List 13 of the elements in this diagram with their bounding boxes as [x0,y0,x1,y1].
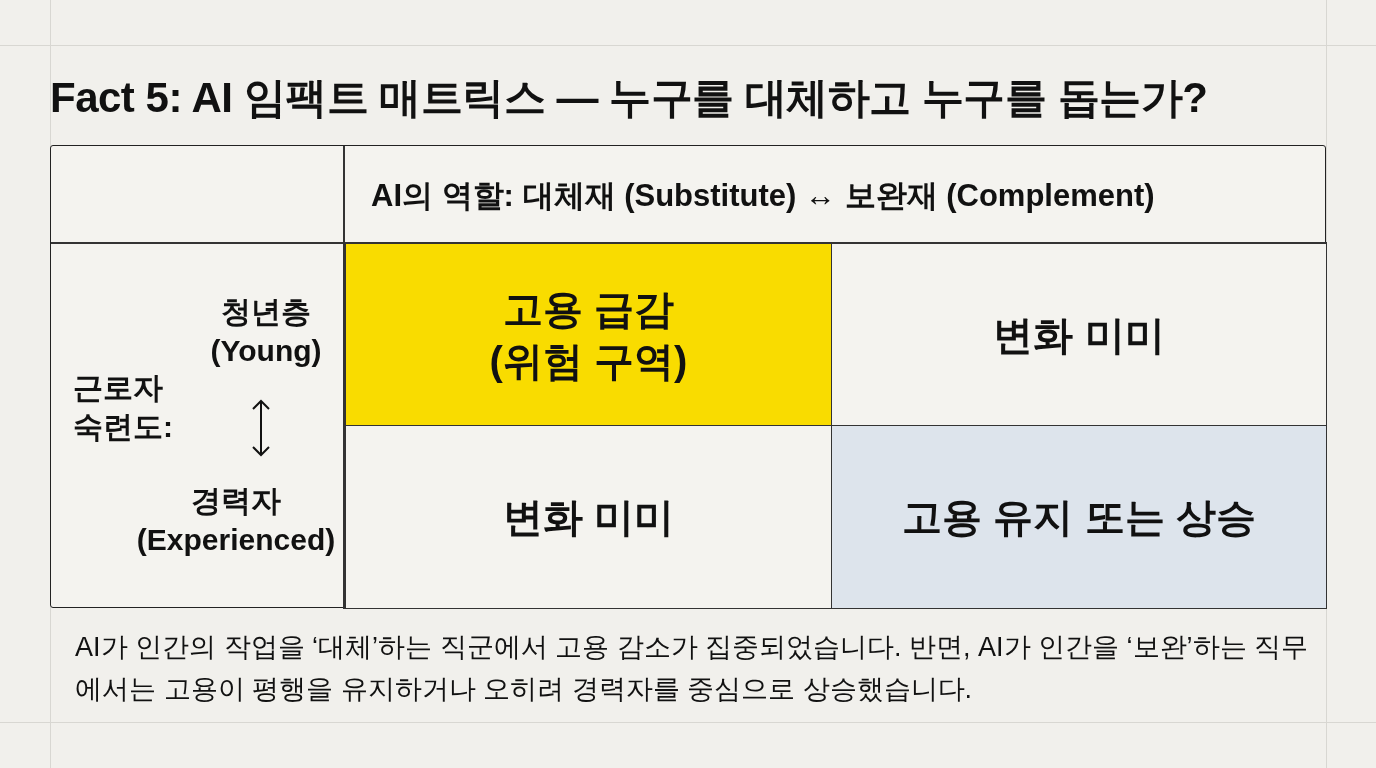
cell-text: 고용 유지 또는 상승 [902,494,1256,541]
row-label: 경력자 (Experienced) [135,483,337,558]
axis-label: AI의 역할: 대체재 (Substitute) ↔ 보완재 (Complement) [371,177,1156,215]
cell-text: 고용 급감 (위험 구역) [488,285,689,385]
caption: AI가 인간의 작업을 ‘대체’하는 직군에서 고용 감소가 집중되었습니다. 반면, AI가 인간을 ‘보완’하는 직무에서는 고용이 평행을 유지하거나 오히려 경력자를 중심으로 상승했습니다. [75,631,1310,706]
axis-label: 근로자 숙련도: [73,370,174,445]
cell-text: 변화 미미 [502,494,675,541]
matrix-cell [345,425,832,609]
title: Fact 5: AI 임팩트 매트릭스 — 누구를 대체하고 누구를 돕는가? [50,73,1208,123]
matrix-cell [345,243,832,426]
cell-text: 변화 미미 [993,311,1165,359]
matrix-cell [831,425,1327,609]
row-label: 청년층 (Young) [209,294,323,369]
